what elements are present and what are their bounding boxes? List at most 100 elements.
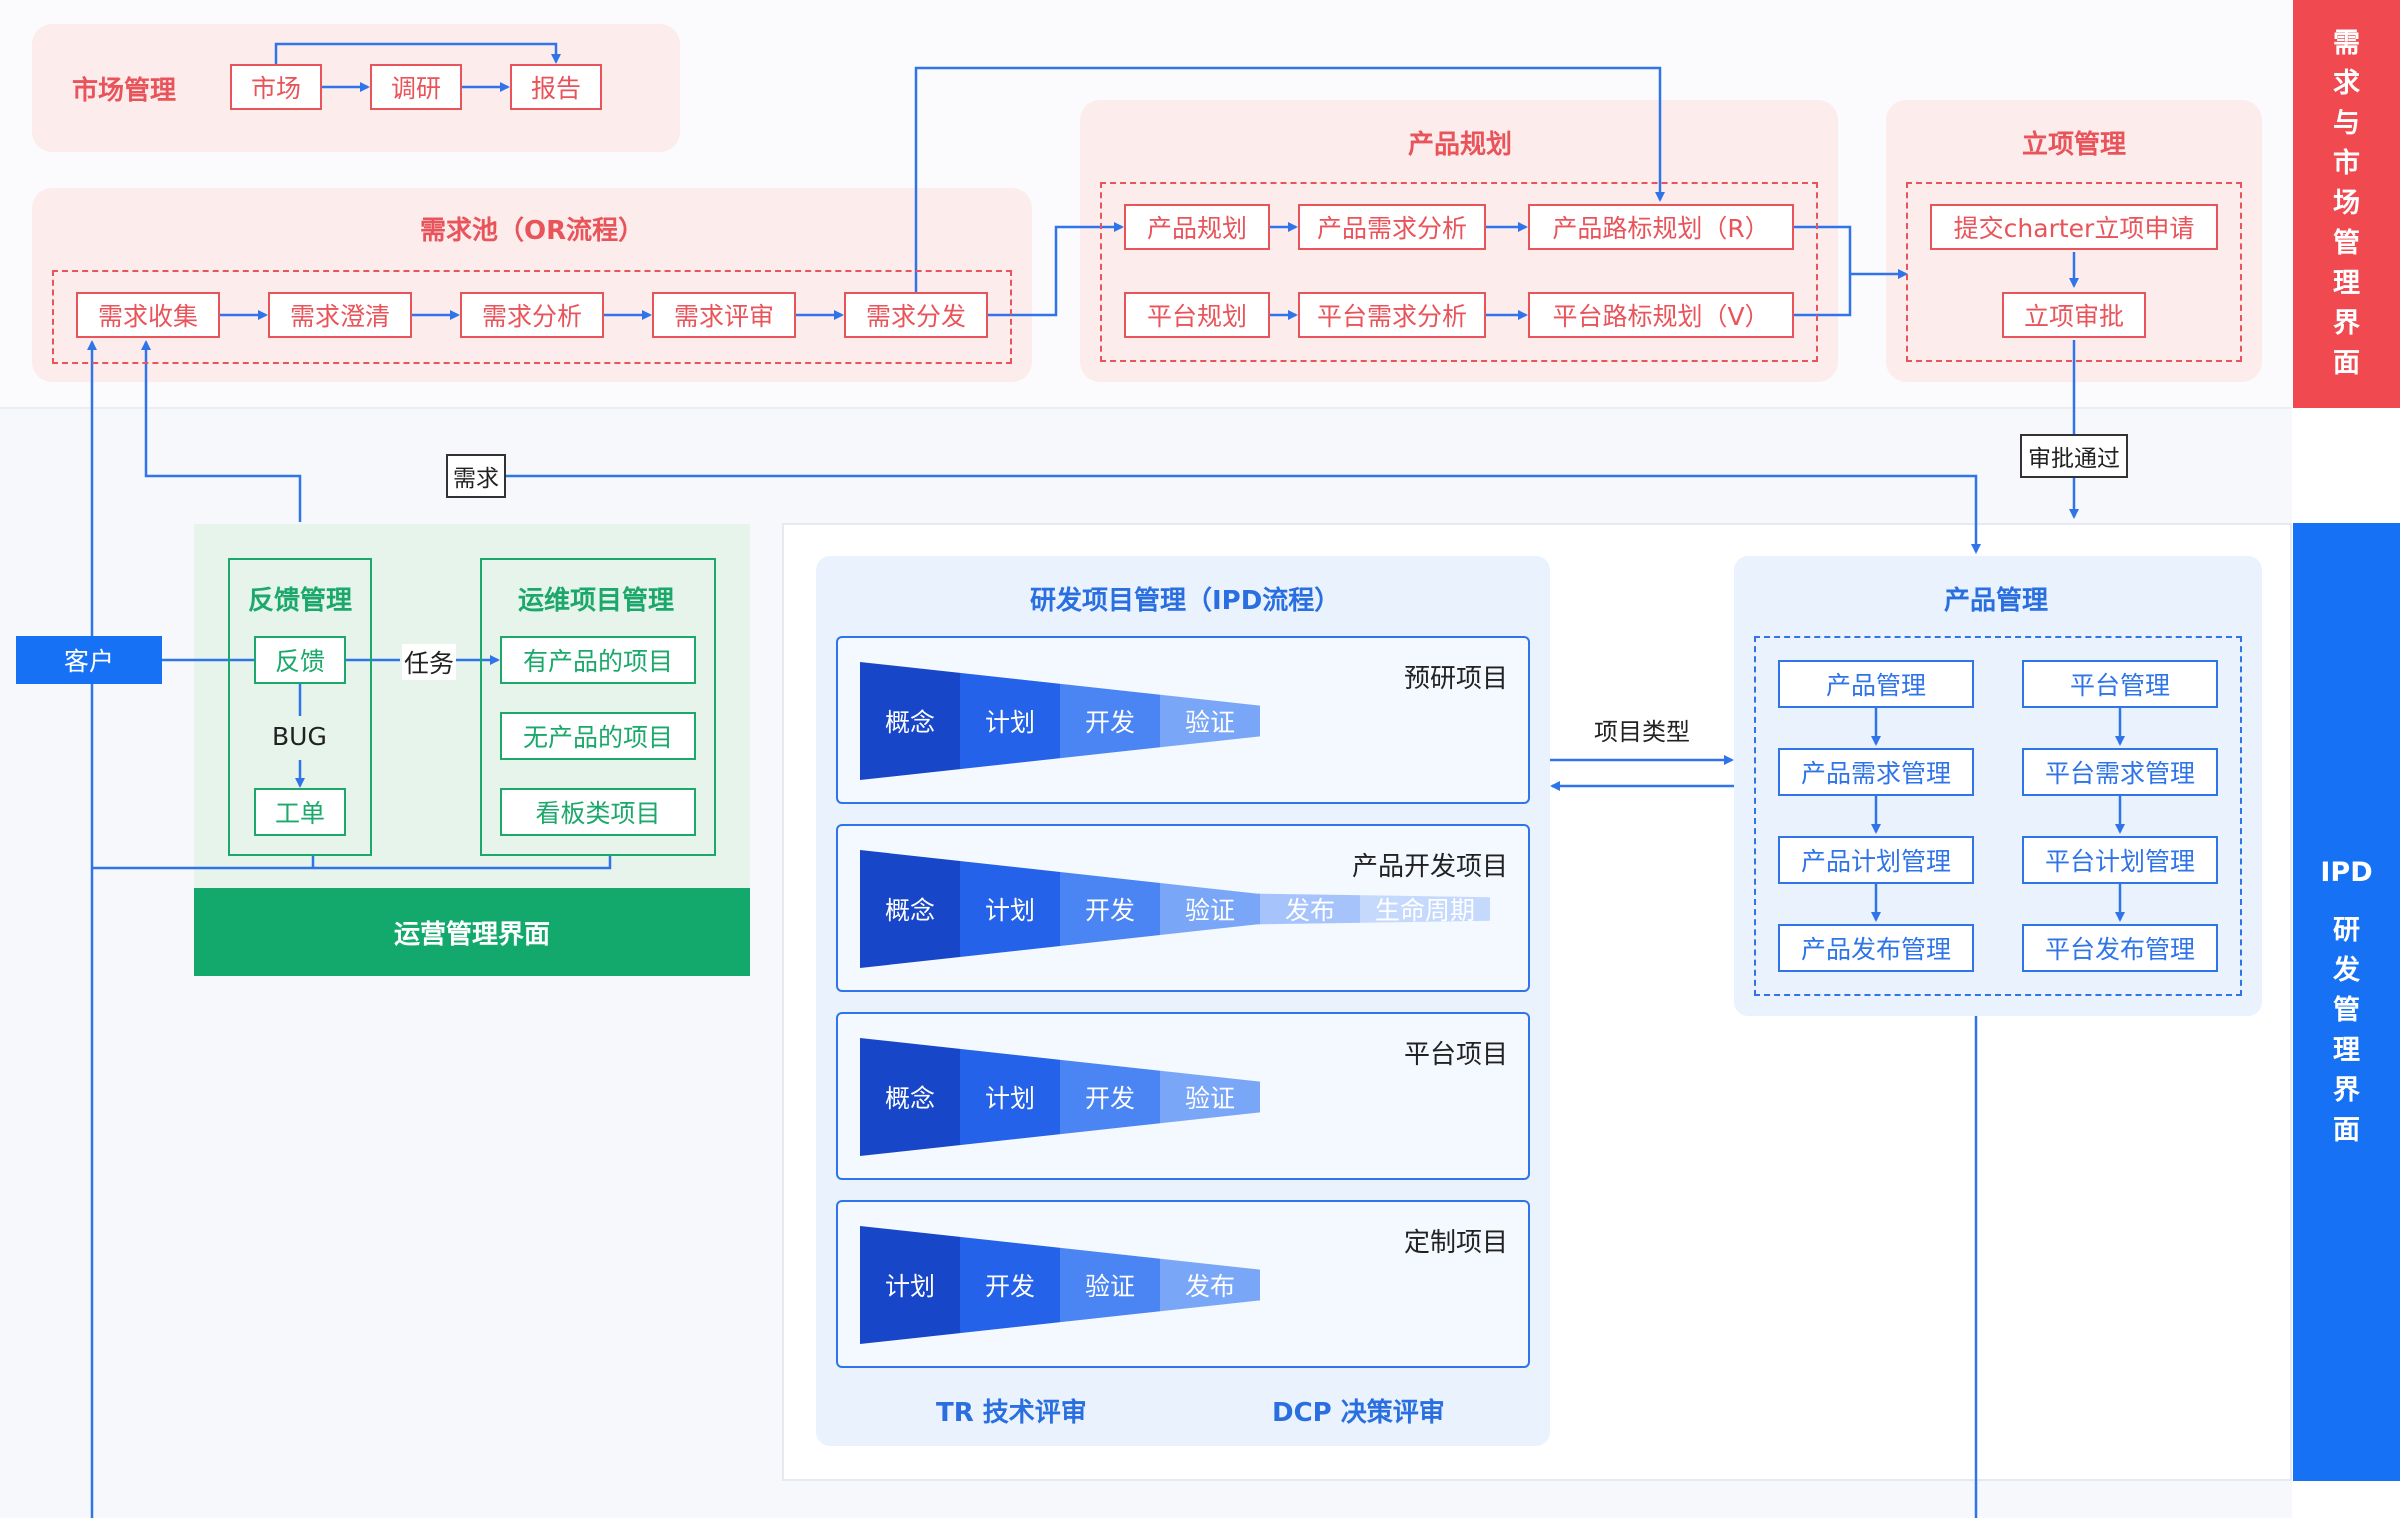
approval-dashed-frame — [1906, 182, 2242, 362]
sidebar-top-char: 界 — [2333, 308, 2360, 339]
ops-item-with-product[interactable]: 有产品的项目 — [500, 636, 696, 684]
product-left-2[interactable]: 产品需求管理 — [1778, 748, 1974, 796]
product-title: 产品管理 — [1944, 586, 2049, 616]
phase-plan: 计划 — [960, 662, 1060, 780]
project-name: 平台项目 — [1403, 1040, 1508, 1070]
sidebar-bottom-char: 研 — [2333, 915, 2360, 946]
pool-box-clarify[interactable]: 需求澄清 — [268, 292, 412, 338]
task-label: 任务 — [402, 644, 457, 680]
sidebar-ipd-head: IPD — [2320, 857, 2373, 888]
planning-title: 产品规划 — [1408, 130, 1513, 160]
planning-box-platform-plan[interactable]: 平台规划 — [1124, 292, 1270, 338]
product-left-3[interactable]: 产品计划管理 — [1778, 836, 1974, 884]
ops-item-without-product[interactable]: 无产品的项目 — [500, 712, 696, 760]
market-title: 市场管理 — [72, 76, 177, 106]
pool-box-distribute[interactable]: 需求分发 — [844, 292, 988, 338]
phase-concept: 概念 — [860, 850, 960, 968]
demand-label: 需求 — [446, 454, 506, 498]
phase-concept: 概念 — [860, 1038, 960, 1156]
approval-box-approve[interactable]: 立项审批 — [2002, 292, 2146, 338]
ops-item-kanban[interactable]: 看板类项目 — [500, 788, 696, 836]
planning-box-platform-req[interactable]: 平台需求分析 — [1298, 292, 1486, 338]
phase-verify: 验证 — [1160, 1038, 1260, 1156]
sidebar-top-char: 市 — [2333, 148, 2360, 179]
phase-develop: 开发 — [1060, 662, 1160, 780]
phase-funnel: 概念 计划 开发 验证 — [860, 1038, 1260, 1156]
phase-verify: 验证 — [1160, 662, 1260, 780]
project-type-label: 项目类型 — [1594, 718, 1690, 746]
project-card-product-dev[interactable]: 产品开发项目 概念 计划 开发 验证 发布 生命周期 — [836, 824, 1530, 992]
phase-plan: 计划 — [860, 1226, 960, 1344]
ticket-box[interactable]: 工单 — [254, 788, 346, 836]
phase-develop: 开发 — [1060, 850, 1160, 968]
planning-box-product-req[interactable]: 产品需求分析 — [1298, 204, 1486, 250]
sidebar-bottom-char: 管 — [2333, 995, 2360, 1026]
tr-review-label: TR 技术评审 — [936, 1398, 1087, 1428]
product-dashed-frame — [1754, 636, 2242, 996]
phase-develop: 开发 — [960, 1226, 1060, 1344]
phase-develop: 开发 — [1060, 1038, 1160, 1156]
pool-title: 需求池（OR流程） — [420, 216, 645, 246]
sidebar-bottom-char: 发 — [2333, 955, 2360, 986]
product-left-1[interactable]: 产品管理 — [1778, 660, 1974, 708]
product-right-3[interactable]: 平台计划管理 — [2022, 836, 2218, 884]
phase-release: 发布 — [1160, 1226, 1260, 1344]
sidebar-top-char: 求 — [2333, 68, 2360, 99]
product-left-4[interactable]: 产品发布管理 — [1778, 924, 1974, 972]
project-name: 定制项目 — [1403, 1228, 1508, 1258]
market-box-report[interactable]: 报告 — [510, 64, 602, 110]
rd-title: 研发项目管理（IPD流程） — [1030, 586, 1341, 616]
project-card-preresearch[interactable]: 预研项目 概念 计划 开发 验证 — [836, 636, 1530, 804]
project-name: 产品开发项目 — [1351, 852, 1508, 882]
customer-box[interactable]: 客户 — [16, 636, 162, 684]
pool-box-review[interactable]: 需求评审 — [652, 292, 796, 338]
planning-box-product-roadmap[interactable]: 产品路标规划（R） — [1528, 204, 1794, 250]
pool-box-collect[interactable]: 需求收集 — [76, 292, 220, 338]
feedback-title: 反馈管理 — [248, 586, 353, 616]
pool-box-analyze[interactable]: 需求分析 — [460, 292, 604, 338]
pool-panel — [32, 188, 1032, 382]
sidebar-top-char: 理 — [2333, 268, 2360, 299]
planning-box-platform-roadmap[interactable]: 平台路标规划（V） — [1528, 292, 1794, 338]
project-name: 预研项目 — [1403, 664, 1508, 694]
customer-label: 客户 — [63, 647, 114, 676]
phase-plan: 计划 — [960, 1038, 1060, 1156]
planning-box-product-plan[interactable]: 产品规划 — [1124, 204, 1270, 250]
phase-funnel: 概念 计划 开发 验证 — [860, 662, 1260, 780]
dcp-review-label: DCP 决策评审 — [1272, 1398, 1445, 1428]
market-box-research[interactable]: 调研 — [370, 64, 462, 110]
sidebar-bottom-char: 面 — [2333, 1115, 2360, 1146]
bug-label: BUG — [272, 722, 327, 751]
sidebar-top-char: 场 — [2333, 188, 2360, 219]
sidebar-ipd-rd: IPD 研 发 管 理 界 面 — [2293, 523, 2400, 1481]
ops-footer-bar: 运营管理界面 — [194, 888, 750, 976]
feedback-frame — [228, 558, 372, 856]
sidebar-top-char: 需 — [2333, 28, 2360, 59]
planning-dashed-frame — [1100, 182, 1818, 362]
sidebar-top-char: 面 — [2333, 348, 2360, 379]
phase-concept: 概念 — [860, 662, 960, 780]
sidebar-bottom-char: 理 — [2333, 1035, 2360, 1066]
sidebar-top-char: 与 — [2333, 108, 2360, 139]
ops-project-title: 运维项目管理 — [518, 586, 675, 616]
ops-project-frame — [480, 558, 716, 856]
phase-verify: 验证 — [1060, 1226, 1160, 1344]
project-card-platform[interactable]: 平台项目 概念 计划 开发 验证 — [836, 1012, 1530, 1180]
phase-funnel: 计划 开发 验证 发布 — [860, 1226, 1260, 1344]
product-right-1[interactable]: 平台管理 — [2022, 660, 2218, 708]
sidebar-demand-market: 需 求 与 市 场 管 理 界 面 — [2293, 0, 2400, 408]
market-box-market[interactable]: 市场 — [230, 64, 322, 110]
phase-verify: 验证 — [1160, 850, 1260, 968]
product-right-4[interactable]: 平台发布管理 — [2022, 924, 2218, 972]
project-card-custom[interactable]: 定制项目 计划 开发 验证 发布 — [836, 1200, 1530, 1368]
pool-dashed-frame — [52, 270, 1012, 364]
approval-passed-label: 审批通过 — [2020, 434, 2128, 478]
product-right-2[interactable]: 平台需求管理 — [2022, 748, 2218, 796]
ops-footer-label: 运营管理界面 — [393, 919, 550, 950]
approval-box-submit[interactable]: 提交charter立项申请 — [1930, 204, 2218, 250]
sidebar-top-char: 管 — [2333, 228, 2360, 259]
approval-title: 立项管理 — [2022, 130, 2127, 160]
sidebar-bottom-char: 界 — [2333, 1075, 2360, 1106]
feedback-box[interactable]: 反馈 — [254, 636, 346, 684]
